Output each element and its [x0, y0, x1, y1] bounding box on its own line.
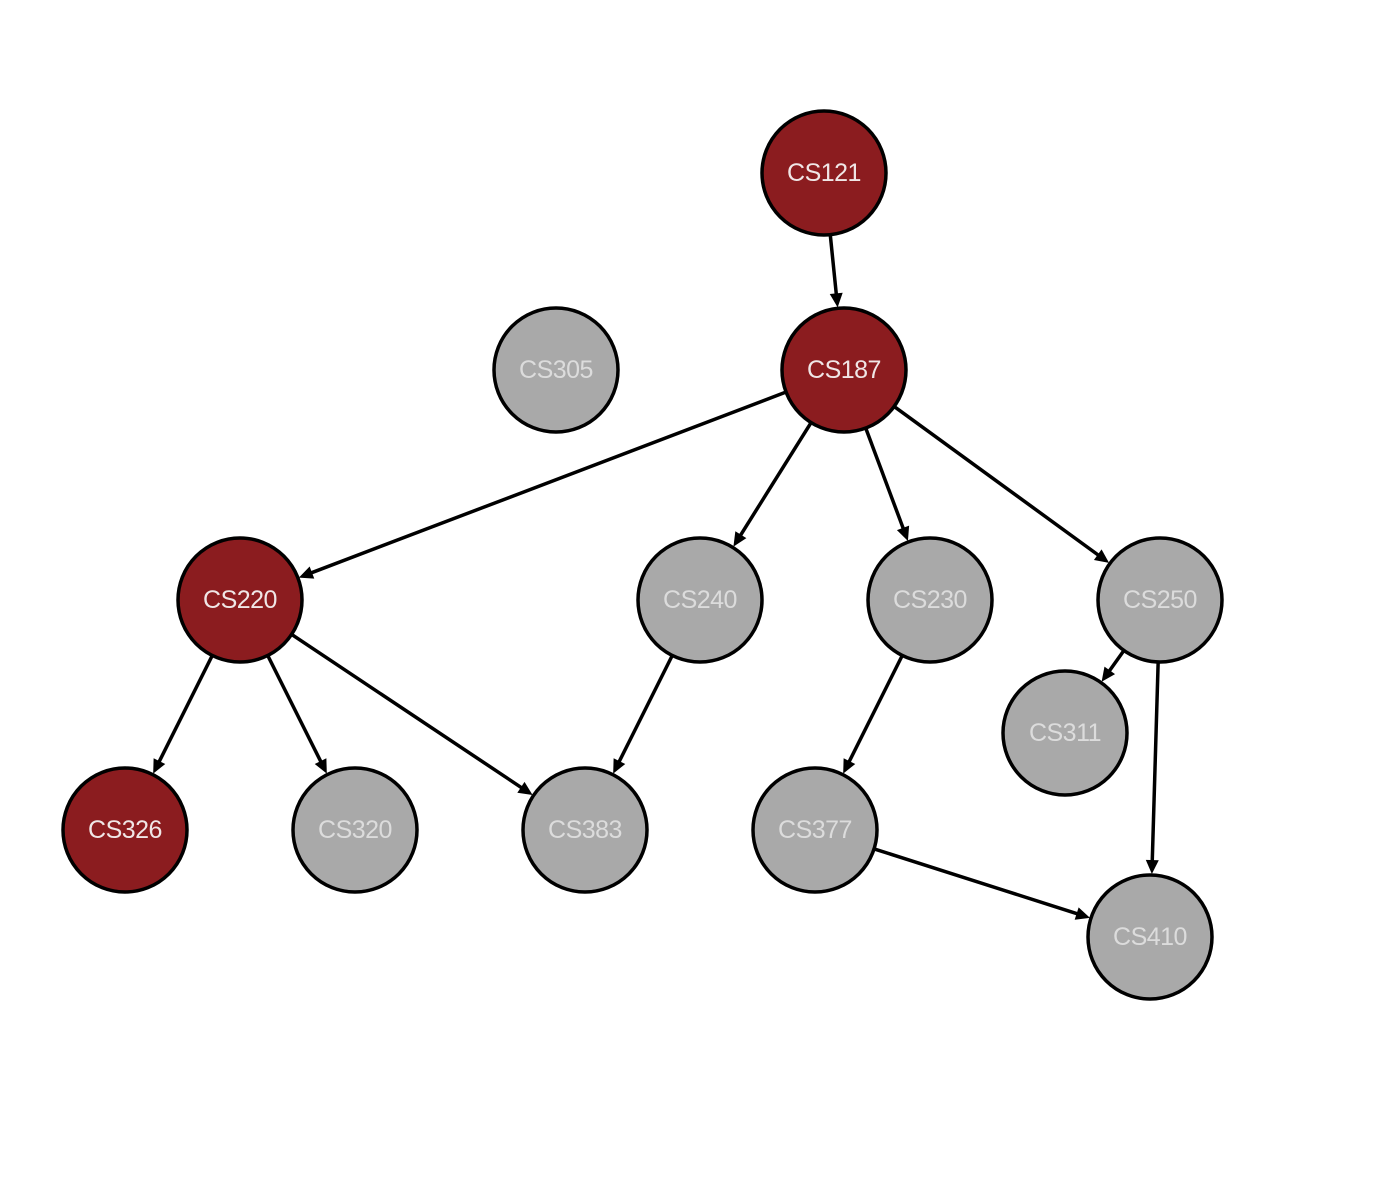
node-label: CS305: [519, 356, 593, 384]
edge-line: [846, 655, 904, 764]
node-circle: [866, 536, 994, 664]
node-label: CS311: [1029, 719, 1101, 747]
arrowhead-icon: [843, 758, 856, 774]
arrowhead-icon: [517, 781, 533, 796]
edge-cs250-to-cs410: [1145, 662, 1160, 875]
node-label: CS230: [893, 586, 967, 614]
node-circle: [521, 766, 649, 894]
course-node-cs383[interactable]: CS383: [521, 766, 649, 894]
edge-line: [893, 405, 1101, 558]
course-node-cs377[interactable]: CS377: [751, 766, 879, 894]
course-node-cs250[interactable]: CS250: [1096, 536, 1224, 664]
node-label: CS220: [203, 586, 277, 614]
node-circle: [780, 306, 908, 434]
edge-line: [864, 428, 906, 531]
node-circle: [176, 536, 304, 664]
edge-cs230-to-cs377: [843, 655, 904, 774]
edge-cs377-to-cs410: [874, 847, 1090, 920]
arrowhead-icon: [1101, 666, 1116, 682]
node-label: CS240: [663, 586, 737, 614]
arrowhead-icon: [1093, 549, 1110, 563]
arrowhead-icon: [314, 758, 327, 774]
arrowhead-icon: [829, 292, 843, 308]
course-node-cs410[interactable]: CS410: [1086, 873, 1214, 1001]
arrowhead-icon: [733, 531, 747, 547]
arrowhead-icon: [896, 525, 910, 541]
course-node-cs320[interactable]: CS320: [291, 766, 419, 894]
node-circle: [492, 306, 620, 434]
node-circle: [291, 766, 419, 894]
edge-line: [156, 655, 214, 764]
arrowhead-icon: [153, 758, 166, 774]
node-label: CS383: [548, 816, 622, 844]
edge-line: [874, 847, 1080, 916]
node-circle: [1086, 873, 1214, 1001]
node-label: CS320: [318, 816, 392, 844]
node-label: CS121: [787, 159, 861, 187]
node-label: CS377: [778, 816, 852, 844]
edge-cs220-to-cs383: [291, 633, 533, 796]
edge-cs240-to-cs383: [613, 655, 674, 774]
edge-line: [1150, 662, 1160, 863]
arrowhead-icon: [298, 566, 315, 579]
course-node-cs240[interactable]: CS240: [636, 536, 764, 664]
course-node-cs121[interactable]: CS121: [760, 109, 888, 237]
node-circle: [751, 766, 879, 894]
edge-line: [738, 422, 813, 538]
node-label: CS187: [807, 356, 881, 384]
node-label: CS250: [1123, 586, 1197, 614]
edge-line: [266, 655, 324, 764]
edge-line: [1107, 650, 1125, 673]
node-label: CS326: [88, 816, 162, 844]
edge-cs220-to-cs320: [266, 655, 327, 774]
edge-line: [828, 235, 839, 296]
node-circle: [760, 109, 888, 237]
arrowhead-icon: [1074, 907, 1090, 920]
edge-line: [309, 390, 786, 575]
edge-line: [616, 655, 674, 764]
edge-cs187-to-cs230: [864, 428, 910, 541]
node-circle: [636, 536, 764, 664]
course-node-cs220[interactable]: CS220: [176, 536, 304, 664]
node-circle: [1096, 536, 1224, 664]
node-circle: [1001, 669, 1129, 797]
edge-cs187-to-cs220: [298, 390, 786, 579]
course-node-cs311[interactable]: CS311: [1001, 669, 1129, 797]
node-circle: [61, 766, 189, 894]
course-node-cs326[interactable]: CS326: [61, 766, 189, 894]
course-node-cs230[interactable]: CS230: [866, 536, 994, 664]
edge-cs220-to-cs326: [153, 655, 214, 774]
node-label: CS410: [1113, 923, 1187, 951]
edge-cs187-to-cs250: [893, 405, 1110, 563]
arrowhead-icon: [1145, 859, 1159, 875]
edge-cs121-to-cs187: [828, 235, 843, 308]
course-node-cs187[interactable]: CS187: [780, 306, 908, 434]
edge-cs187-to-cs240: [733, 422, 813, 547]
arrowhead-icon: [613, 758, 626, 774]
edge-cs250-to-cs311: [1101, 650, 1125, 682]
edges-layer: [153, 235, 1160, 920]
course-node-cs305[interactable]: CS305: [492, 306, 620, 434]
edge-line: [291, 633, 524, 790]
